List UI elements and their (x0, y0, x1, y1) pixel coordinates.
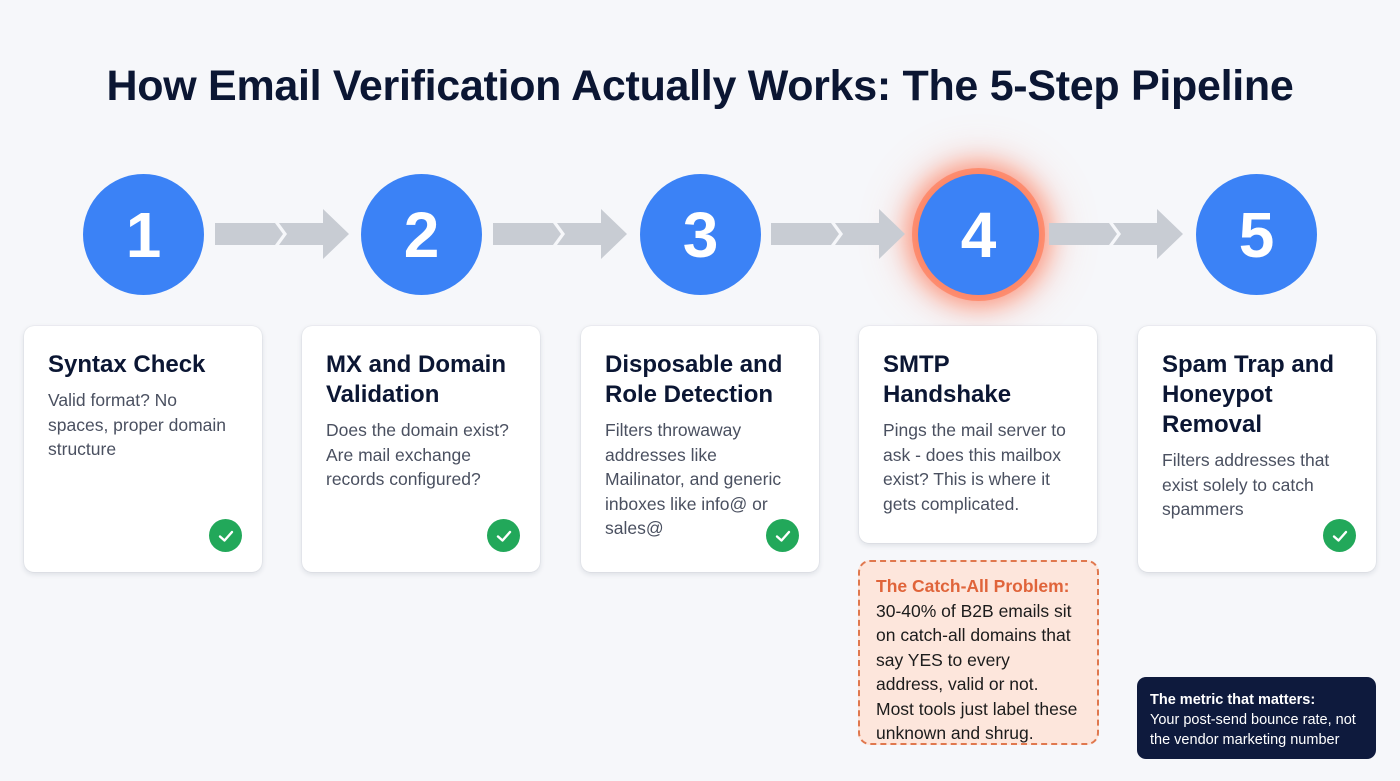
step-5-circle: 5 (1196, 174, 1317, 295)
check-circle-icon (487, 519, 520, 552)
step-2-title: MX and Domain Validation (326, 351, 507, 408)
step-4-description: Pings the mail server to ask - does this… (883, 420, 1066, 514)
check-circle-icon (1323, 519, 1356, 552)
step-3-circle: 3 (640, 174, 761, 295)
step-2-card: MX and Domain Validation Does the domain… (302, 326, 540, 572)
step-5-title: Spam Trap and Honeypot Removal (1162, 351, 1335, 438)
callout-title: The Catch-All Problem: (876, 576, 1070, 596)
metric-body: Your post-send bounce rate, not the vend… (1150, 712, 1356, 748)
step-4-circle-highlighted: 4 (918, 174, 1039, 295)
step-3-card: Disposable and Role Detection Filters th… (581, 326, 819, 572)
arrow-right-icon (215, 209, 349, 259)
catch-all-callout: The Catch-All Problem: 30-40% of B2B ema… (858, 560, 1099, 745)
step-1-description: Valid format? No spaces, proper domain s… (48, 390, 227, 459)
step-4-card: SMTP Handshake Pings the mail server to … (859, 326, 1097, 543)
page-title: How Email Verification Actually Works: T… (106, 62, 1294, 110)
arrow-right-icon (493, 209, 627, 259)
step-2-description: Does the domain exist? Are mail exchange… (326, 420, 509, 489)
step-4-title: SMTP Handshake (883, 351, 1012, 408)
metric-box: The metric that matters: Your post-send … (1137, 677, 1376, 759)
check-circle-icon (766, 519, 799, 552)
step-3-title: Disposable and Role Detection (605, 351, 783, 408)
step-1-card: Syntax Check Valid format? No spaces, pr… (24, 326, 262, 572)
step-5-card: Spam Trap and Honeypot Removal Filters a… (1138, 326, 1376, 572)
step-2-circle: 2 (361, 174, 482, 295)
callout-body: 30-40% of B2B emails sit on catch-all do… (876, 600, 1078, 744)
arrow-right-icon (1049, 209, 1183, 259)
step-5-description: Filters addresses that exist solely to c… (1162, 450, 1330, 519)
metric-title: The metric that matters: (1150, 692, 1316, 708)
arrow-right-icon (771, 209, 905, 259)
step-3-description: Filters throwaway addresses like Mailina… (605, 420, 782, 538)
step-1-title: Syntax Check (48, 351, 206, 378)
check-circle-icon (209, 519, 242, 552)
step-1-circle: 1 (83, 174, 204, 295)
